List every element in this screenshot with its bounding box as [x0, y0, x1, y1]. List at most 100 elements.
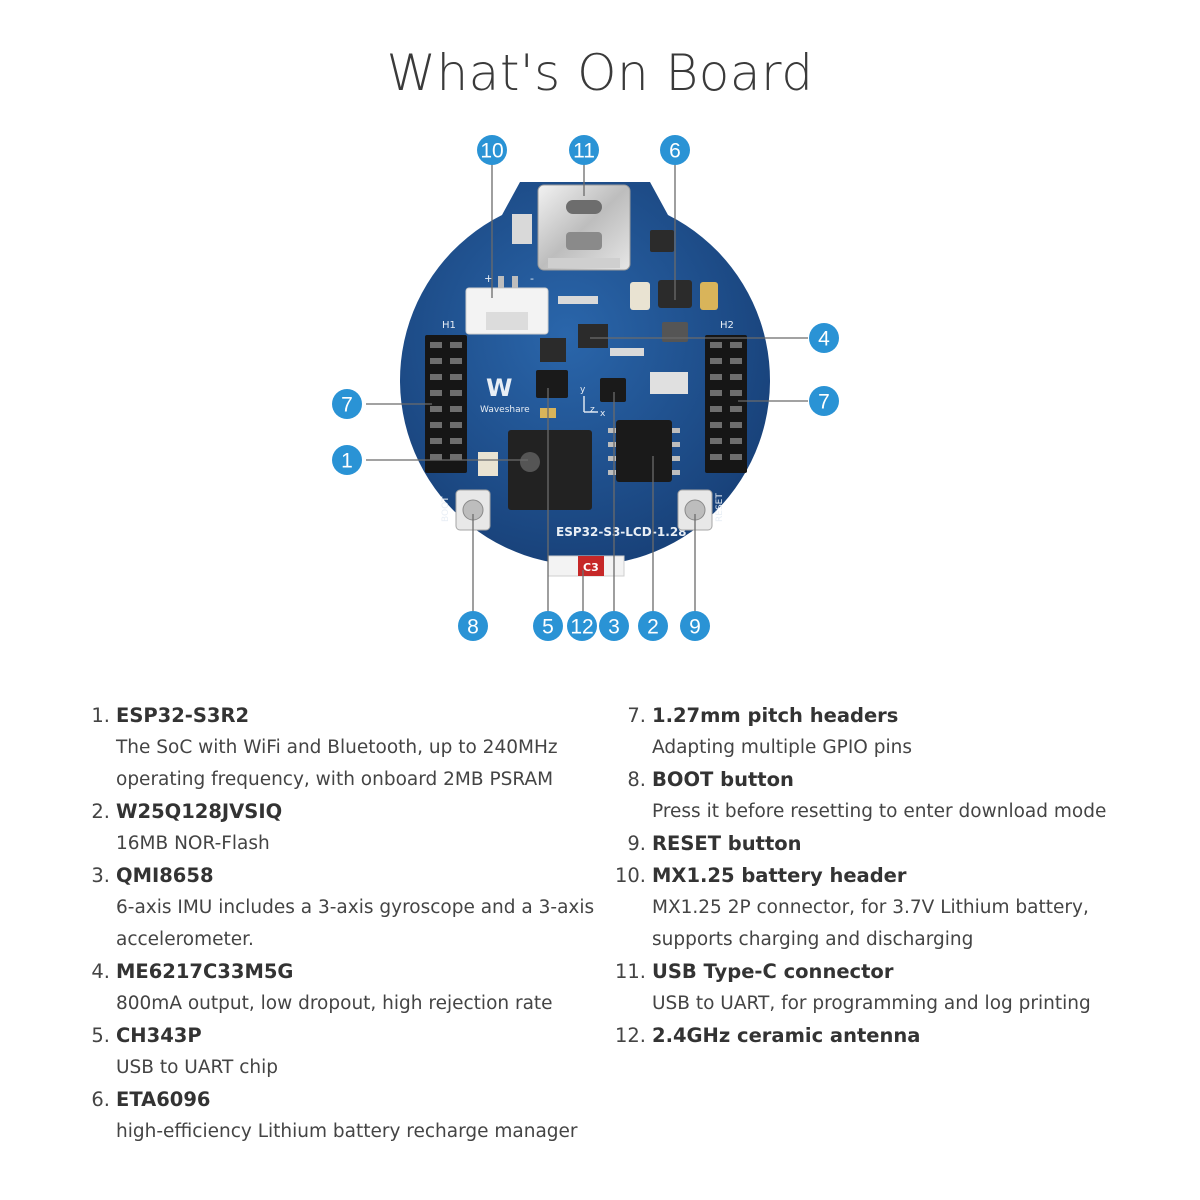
- antenna-label: C3: [583, 561, 599, 574]
- item-title: CH343P: [116, 1024, 202, 1047]
- callout-badge: 8: [458, 611, 488, 641]
- callout-circle: [809, 323, 839, 353]
- component-list-item: 12. 2.4GHz ceramic antenna: [610, 1020, 1170, 1052]
- callout-number: 1: [341, 450, 353, 473]
- callout-circle: [332, 389, 362, 419]
- callout-number: 10: [480, 140, 503, 163]
- item-number: 1.: [91, 704, 110, 727]
- imu-axis-marker: [583, 396, 598, 413]
- reset-button: [677, 489, 713, 531]
- boot-label: BOOT: [441, 496, 451, 522]
- item-description: high-efficiency Lithium battery recharge…: [116, 1121, 578, 1142]
- callout-badge: 7: [332, 389, 362, 419]
- reset-label: RESET: [715, 493, 725, 522]
- callout-number: 12: [570, 616, 593, 639]
- axis-x-label: x: [600, 409, 606, 419]
- battery-minus-label: -: [530, 272, 534, 285]
- callout-badge: 3: [599, 611, 629, 641]
- item-description: supports charging and discharging: [652, 929, 974, 950]
- callout-number: 11: [573, 140, 595, 163]
- item-title: USB Type-C connector: [652, 960, 894, 983]
- board-model-label: ESP32-S3-LCD-1.28: [556, 525, 687, 539]
- callout-badge: 11: [569, 135, 599, 165]
- item-number: 6.: [91, 1088, 110, 1111]
- item-number: 9.: [627, 832, 646, 855]
- callout-circle: [638, 611, 668, 641]
- callout-badge: 12: [567, 611, 597, 641]
- callout-number: 6: [669, 140, 681, 163]
- item-description: 6-axis IMU includes a 3-axis gyroscope a…: [116, 897, 595, 918]
- item-title: ESP32-S3R2: [116, 704, 250, 727]
- callout-number: 4: [818, 328, 830, 351]
- callout-number: 7: [818, 391, 830, 414]
- item-body: CH343P USB to UART chip: [116, 1020, 616, 1084]
- callout-circle: [332, 445, 362, 475]
- item-title: MX1.25 battery header: [652, 864, 907, 887]
- item-number: 11.: [614, 960, 646, 983]
- axis-y-label: y: [580, 385, 586, 395]
- item-number: 2.: [91, 800, 110, 823]
- callout-circle: [660, 135, 690, 165]
- header-left-label: H1: [442, 320, 456, 331]
- qmi8658-chip: [600, 378, 626, 402]
- pin-header-right: [705, 335, 747, 473]
- component-list-item: 6. ETA6096 high-efficiency Lithium battery…: [86, 1084, 616, 1148]
- item-number: 10.: [614, 864, 646, 887]
- small-components: [478, 214, 718, 476]
- item-body: 2.4GHz ceramic antenna: [652, 1020, 1170, 1052]
- item-description: 800mA output, low dropout, high rejectio…: [116, 993, 553, 1014]
- callout-circle: [599, 611, 629, 641]
- item-body: ME6217C33M5G 800mA output, low dropout, h…: [116, 956, 616, 1020]
- callout-number: 5: [542, 616, 554, 639]
- item-title: ME6217C33M5G: [116, 960, 294, 983]
- item-number: 12.: [614, 1024, 646, 1047]
- item-title: ETA6096: [116, 1088, 211, 1111]
- svg-text:W: W: [486, 374, 512, 402]
- callout-circle: [809, 386, 839, 416]
- callout-circle: [569, 135, 599, 165]
- item-number: 8.: [627, 768, 646, 791]
- battery-plus-label: +: [484, 272, 493, 285]
- item-title: 1.27mm pitch headers: [652, 704, 899, 727]
- callout-number: 8: [467, 616, 479, 639]
- item-title: QMI8658: [116, 864, 214, 887]
- item-body: ETA6096 high-efficiency Lithium battery r…: [116, 1084, 616, 1148]
- callout-lines: [366, 164, 808, 612]
- item-description: accelerometer.: [116, 929, 254, 950]
- header-right-label: H2: [720, 320, 734, 331]
- axis-z-label: z: [590, 405, 595, 415]
- svg-text:Waveshare: Waveshare: [480, 405, 530, 415]
- item-title: RESET button: [652, 832, 802, 855]
- component-list-item: 9. RESET button: [610, 828, 1170, 860]
- callout-circle: [567, 611, 597, 641]
- item-description: Press it before resetting to enter downl…: [652, 801, 1107, 822]
- callout-circle: [477, 135, 507, 165]
- item-description: USB to UART chip: [116, 1057, 278, 1078]
- callout-circle: [533, 611, 563, 641]
- board-diagram: H1 H2 + - W Waveshare: [332, 135, 839, 641]
- item-description: Adapting multiple GPIO pins: [652, 737, 912, 758]
- item-number: 7.: [627, 704, 646, 727]
- item-description: MX1.25 2P connector, for 3.7V Lithium ba…: [652, 897, 1089, 918]
- page-title: What's On Board: [386, 44, 814, 102]
- callout-badge: 7: [809, 386, 839, 416]
- item-description: USB to UART, for programming and log pri…: [652, 993, 1091, 1014]
- battery-connector: [465, 276, 549, 335]
- item-title: BOOT button: [652, 768, 794, 791]
- callout-badge: 10: [477, 135, 507, 165]
- callout-number: 3: [608, 616, 620, 639]
- callout-badge: 5: [533, 611, 563, 641]
